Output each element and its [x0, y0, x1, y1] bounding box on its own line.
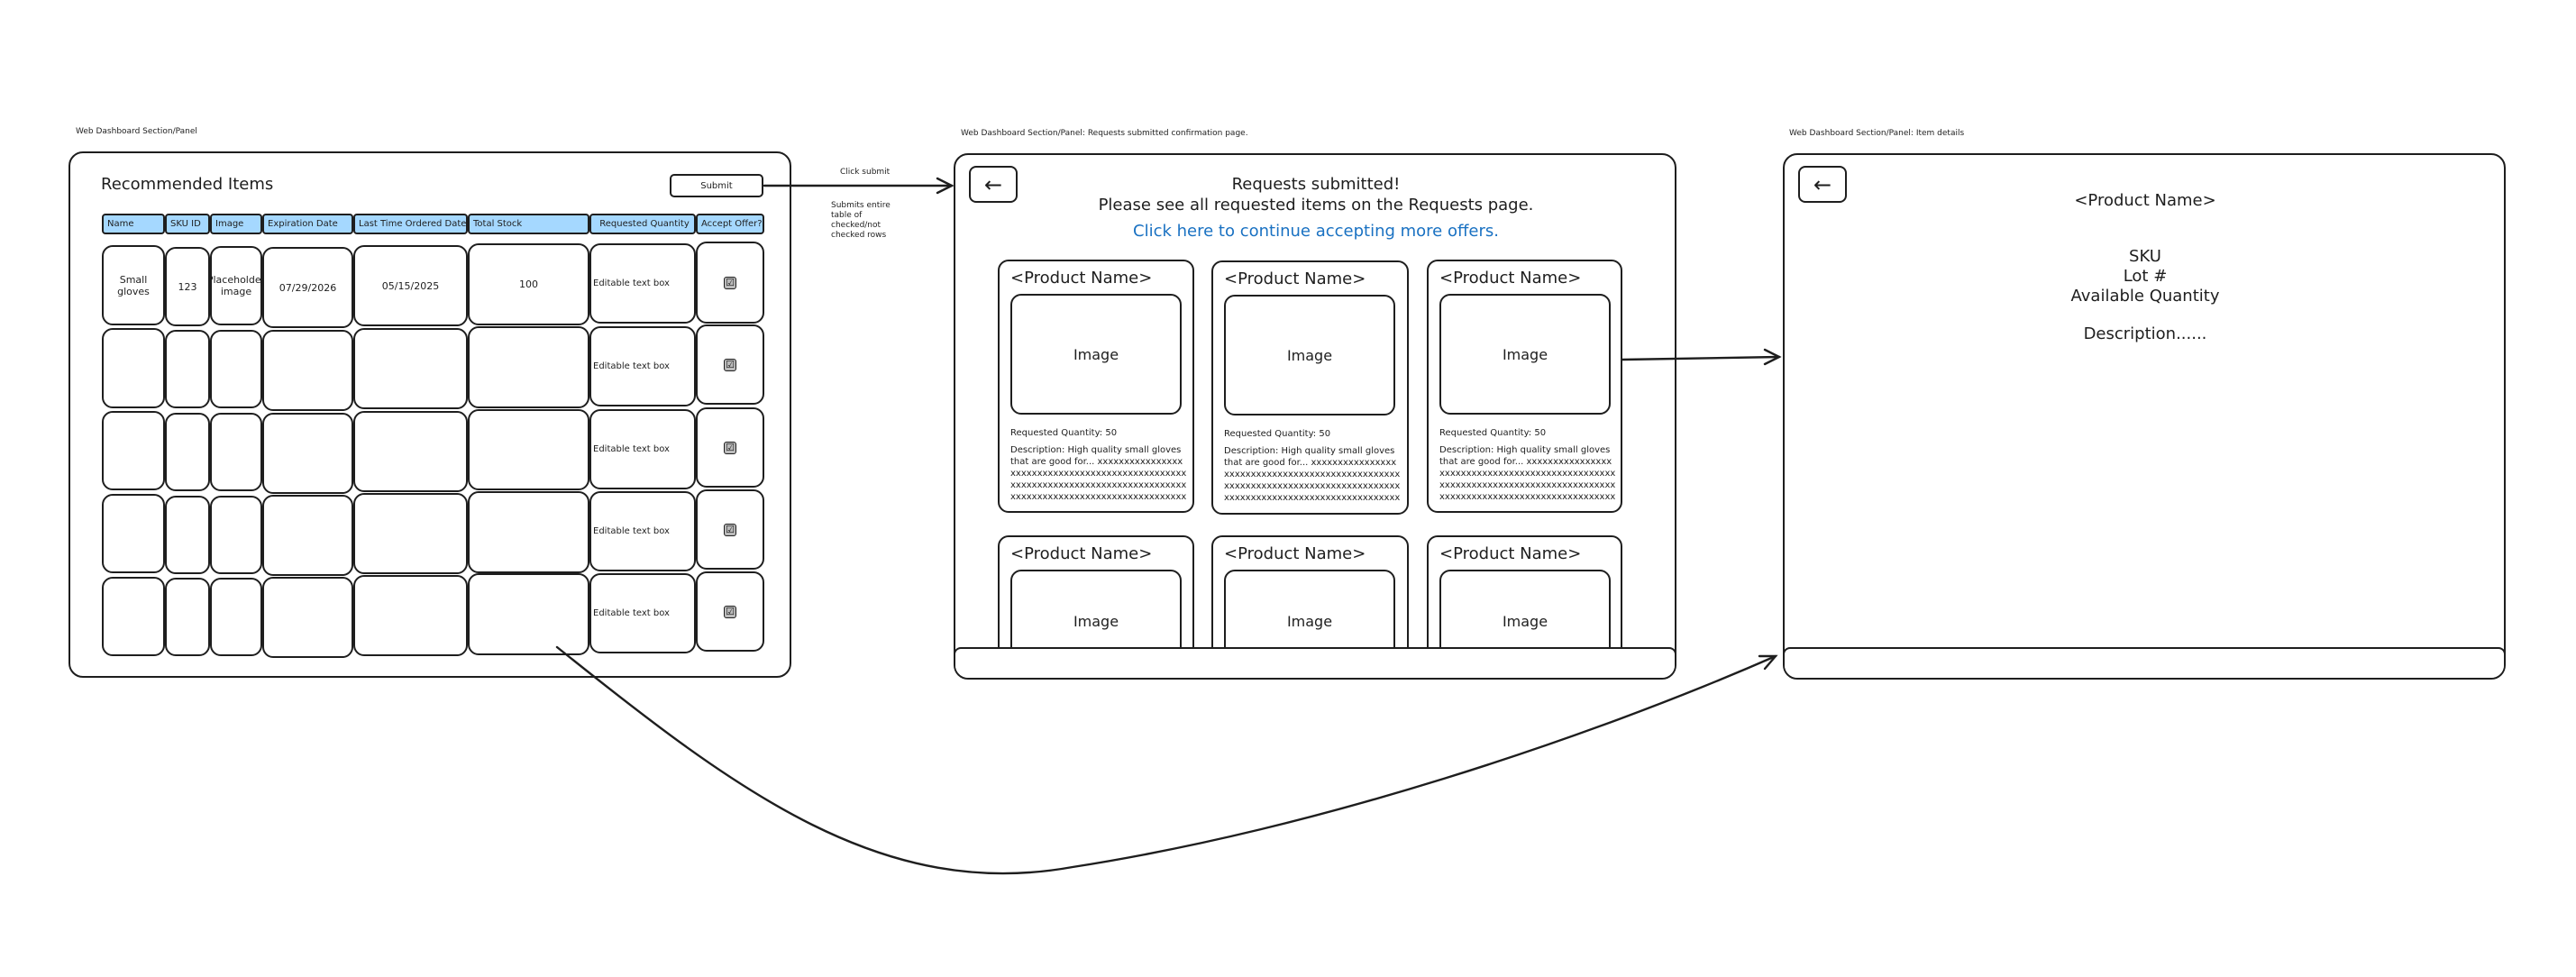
- accept-offer-cell: ☑: [696, 242, 764, 324]
- column-header-image: Image: [210, 214, 262, 234]
- requested-quantity-input[interactable]: Editable text box: [589, 491, 696, 571]
- confirmation-panel: ← Requests submitted! Please see all req…: [954, 153, 1676, 680]
- product-card-title: <Product Name>: [1224, 269, 1366, 288]
- product-card[interactable]: <Product Name> Image Requested Quantity:…: [998, 260, 1194, 513]
- table-row-stock-cell: [468, 573, 589, 655]
- table-row-sku-cell: [165, 413, 210, 491]
- table-row-stock-cell: [468, 326, 589, 408]
- column-header-name: Name: [102, 214, 165, 234]
- column-header-accept-offer: Accept Offer?: [696, 214, 764, 234]
- sku-label: SKU: [2129, 247, 2161, 266]
- confirmation-heading: Requests submitted!: [1231, 175, 1401, 194]
- page-title: Recommended Items: [101, 175, 274, 194]
- table-row-name-cell: [102, 577, 165, 656]
- footer-bar: [955, 647, 1675, 678]
- card-detail-arrow: [1621, 348, 1782, 366]
- product-description: Description: High quality small gloves t…: [1010, 445, 1187, 502]
- row-detail-arrow: [555, 645, 1778, 875]
- table-row-image-cell: [210, 578, 262, 656]
- panel2-caption: Web Dashboard Section/Panel: Requests su…: [961, 129, 1248, 138]
- table-row-name-cell: [102, 494, 165, 573]
- table-row-expiration-cell: 07/29/2026: [262, 247, 353, 328]
- accept-offer-cell: ☑: [696, 324, 764, 405]
- product-image: Image: [1224, 295, 1395, 415]
- product-card[interactable]: <Product Name> Image Requested Quantity:…: [1427, 260, 1622, 513]
- item-details-panel: ← <Product Name> SKU Lot # Available Qua…: [1783, 153, 2506, 680]
- product-card-title: <Product Name>: [1439, 269, 1582, 288]
- table-row-image-placeholder: Placeholder image: [210, 246, 262, 325]
- product-name-heading: <Product Name>: [2074, 191, 2216, 210]
- lot-label: Lot #: [2123, 267, 2168, 286]
- table-row-name-cell: [102, 328, 165, 408]
- back-arrow-icon: ←: [1813, 171, 1832, 197]
- submit-note-annotation: Submits entire table of checked/not chec…: [831, 201, 891, 240]
- requested-quantity-input[interactable]: Editable text box: [589, 326, 696, 406]
- back-arrow-icon: ←: [983, 171, 1003, 197]
- product-image: Image: [1439, 294, 1611, 415]
- column-header-last-ordered: Last Time Ordered Date: [353, 214, 468, 234]
- accept-offer-cell: ☑: [696, 407, 764, 488]
- column-header-sku: SKU ID: [165, 214, 210, 234]
- panel1-caption: Web Dashboard Section/Panel: [76, 127, 197, 136]
- table-row-image-cell: [210, 496, 262, 574]
- submit-button[interactable]: Submit: [670, 174, 763, 197]
- accept-offer-checkbox[interactable]: ☑: [724, 358, 736, 371]
- product-card-title: <Product Name>: [1010, 544, 1153, 563]
- requested-quantity-text: Requested Quantity: 50: [1439, 428, 1547, 438]
- back-button[interactable]: ←: [1798, 166, 1847, 203]
- table-row-name-cell: Small gloves: [102, 245, 165, 325]
- table-row-last-ordered-cell: 05/15/2025: [353, 245, 468, 326]
- requested-quantity-input[interactable]: Editable text box: [589, 243, 696, 324]
- column-header-total-stock: Total Stock: [468, 214, 589, 234]
- continue-offers-link[interactable]: Click here to continue accepting more of…: [1133, 222, 1499, 241]
- table-row-stock-cell: [468, 491, 589, 573]
- back-button[interactable]: ←: [969, 166, 1018, 203]
- product-card-title: <Product Name>: [1224, 544, 1366, 563]
- table-row-stock-cell: 100: [468, 243, 589, 325]
- table-row-sku-cell: [165, 578, 210, 656]
- table-row-expiration-cell: [262, 577, 353, 658]
- table-row-last-ordered-cell: [353, 575, 468, 656]
- table-row-name-cell: [102, 411, 165, 490]
- product-description: Description: High quality small gloves t…: [1439, 445, 1616, 502]
- confirmation-subheading: Please see all requested items on the Re…: [1098, 196, 1534, 215]
- requested-quantity-text: Requested Quantity: 50: [1010, 428, 1118, 438]
- table-row-sku-cell: 123: [165, 247, 210, 326]
- requested-quantity-input[interactable]: Editable text box: [589, 409, 696, 489]
- requested-quantity-input[interactable]: Editable text box: [589, 573, 696, 653]
- table-row-image-cell: [210, 413, 262, 491]
- submit-arrow: [763, 177, 955, 195]
- table-row-expiration-cell: [262, 330, 353, 411]
- table-row-stock-cell: [468, 409, 589, 490]
- table-row-last-ordered-cell: [353, 328, 468, 409]
- table-row-sku-cell: [165, 496, 210, 574]
- product-card-title: <Product Name>: [1010, 269, 1153, 288]
- accept-offer-checkbox[interactable]: ☑: [724, 276, 736, 289]
- available-quantity-label: Available Quantity: [2070, 287, 2220, 306]
- table-row-expiration-cell: [262, 413, 353, 494]
- panel3-caption: Web Dashboard Section/Panel: Item detail…: [1789, 129, 1965, 138]
- accept-offer-checkbox[interactable]: ☑: [724, 523, 736, 536]
- column-header-expiration: Expiration Date: [262, 214, 353, 234]
- table-row-expiration-cell: [262, 495, 353, 576]
- table-row-sku-cell: [165, 330, 210, 408]
- column-header-requested-quantity: Requested Quantity: [589, 214, 696, 234]
- footer-bar: [1785, 647, 2504, 678]
- accept-offer-cell: ☑: [696, 489, 764, 570]
- product-description: Description: High quality small gloves t…: [1224, 446, 1401, 503]
- table-row-image-cell: [210, 330, 262, 408]
- table-row-last-ordered-cell: [353, 411, 468, 492]
- accept-offer-checkbox[interactable]: ☑: [724, 441, 736, 454]
- product-card-title: <Product Name>: [1439, 544, 1582, 563]
- click-submit-annotation: Click submit: [840, 168, 891, 177]
- description-label: Description......: [2083, 324, 2207, 343]
- accept-offer-checkbox[interactable]: ☑: [724, 605, 736, 618]
- requested-quantity-text: Requested Quantity: 50: [1224, 429, 1331, 439]
- product-card[interactable]: <Product Name> Image Requested Quantity:…: [1211, 260, 1409, 515]
- accept-offer-cell: ☑: [696, 571, 764, 652]
- table-row-last-ordered-cell: [353, 493, 468, 574]
- product-image: Image: [1010, 294, 1182, 415]
